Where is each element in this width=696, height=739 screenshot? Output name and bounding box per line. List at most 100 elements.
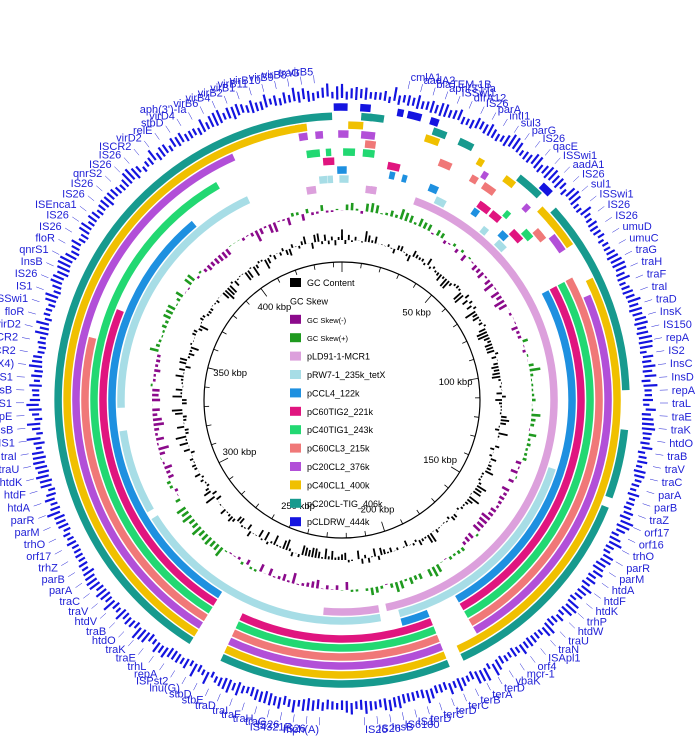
gc-skew-bar [375,586,379,593]
gene-mark [70,250,80,257]
gene-mark [248,100,255,114]
gene-mark [522,151,530,160]
gene-mark [567,598,579,610]
gene-leader [503,118,508,127]
gc-skew-bar [475,268,481,274]
gene-label: traD [195,700,216,712]
gene-mark [211,112,220,127]
gc-skew-bar [408,576,414,585]
gc-content-bar [190,346,199,351]
gene-mark [638,339,653,345]
gene-mark [612,260,626,269]
gene-mark [364,87,368,100]
gene-leader [586,603,593,609]
blast-hit-arc [72,153,236,629]
gene-mark [616,523,630,531]
gene-mark [78,560,88,568]
gene-labels-right: cmlA1aadA2blaTEM-1Baph(3')-IaISSwi1dfrA1… [363,72,696,736]
gene-mark [506,651,512,658]
blast-hit-arc [295,123,308,133]
gene-label: IS26 [486,98,509,110]
gc-content-track [171,229,510,564]
gc-content-bar [260,538,263,541]
gene-mark [369,92,373,99]
gene-mark [557,609,565,616]
gene-leader [144,140,150,148]
gene-label: InsB [0,425,13,437]
gene-mark [478,669,487,682]
gc-content-bar [249,267,252,270]
gene-label: relE [133,125,153,137]
blast-hit-arc [90,181,220,614]
gene-leader [43,527,51,531]
gc-skew-bar [471,261,474,264]
gene-mark [420,101,425,110]
gc-skew-bar [447,242,451,246]
gene-mark [442,681,448,691]
gene-mark [34,369,44,373]
gene-leader [480,106,485,114]
ring-pccl4-122k [108,166,576,626]
gene-mark [37,350,45,354]
gene-leader [605,216,613,222]
legend-swatch [290,351,301,361]
gc-content-bar [200,479,204,483]
gene-mark [415,95,422,110]
gc-content-bar [311,242,314,249]
gene-mark [514,646,521,654]
gc-skew-bar [224,549,228,553]
scale-tick [416,509,420,515]
scale-tick [245,300,250,305]
gc-skew-bar [250,232,255,237]
gene-leader [154,132,160,140]
gc-content-bar [279,545,282,548]
gc-content-bar [301,545,306,556]
blast-hit-arc [480,181,497,196]
gc-skew-bar [484,275,488,279]
gene-mark [574,591,583,600]
blast-hit-arc [359,103,372,113]
blast-hit-arc [323,605,380,616]
gene-label: virB1 [210,83,235,95]
gene-label: aph(3')-Ia [140,104,188,116]
blast-hit-arc [385,197,558,612]
gene-mark [536,164,544,173]
gene-mark [546,618,555,627]
gc-content-bar [187,356,191,359]
gene-mark [636,325,647,331]
gene-label: trhP [587,616,607,628]
gene-label: floR [35,232,55,244]
gc-skew-bar [263,225,267,229]
gene-mark [541,165,550,174]
gene-label: ISCR2 [99,141,131,153]
blast-hit-arc [239,613,433,643]
scale-label: 50 kbp [402,308,431,319]
blast-hit-arc [315,130,324,140]
gene-leader [654,337,663,340]
gc-content-bar [500,422,507,426]
gene-leader [105,175,112,182]
gene-leader [96,185,103,192]
gene-mark [483,667,492,681]
gene-mark [187,130,194,139]
gene-label: IS6100 [405,719,440,731]
gene-leader [36,286,44,290]
gene-mark [621,285,630,291]
gc-content-bar [179,361,187,365]
gene-mark [491,663,500,676]
gc-content-bar [494,428,500,431]
gene-label: virD2 [0,319,21,331]
gene-label: InsK [660,306,683,318]
blast-hit-arc [400,609,430,626]
gc-skew-bar [422,222,428,230]
gene-label: aph(3')-Ia [449,83,497,95]
gene-leader [463,693,467,702]
gene-mark [71,244,80,252]
gc-content-bar [437,526,441,529]
gene-mark [553,178,564,189]
gene-leader [223,95,228,104]
gc-content-bar [422,262,426,266]
gc-content-bar [500,419,510,422]
gene-mark [182,658,190,669]
gene-mark [263,690,269,704]
